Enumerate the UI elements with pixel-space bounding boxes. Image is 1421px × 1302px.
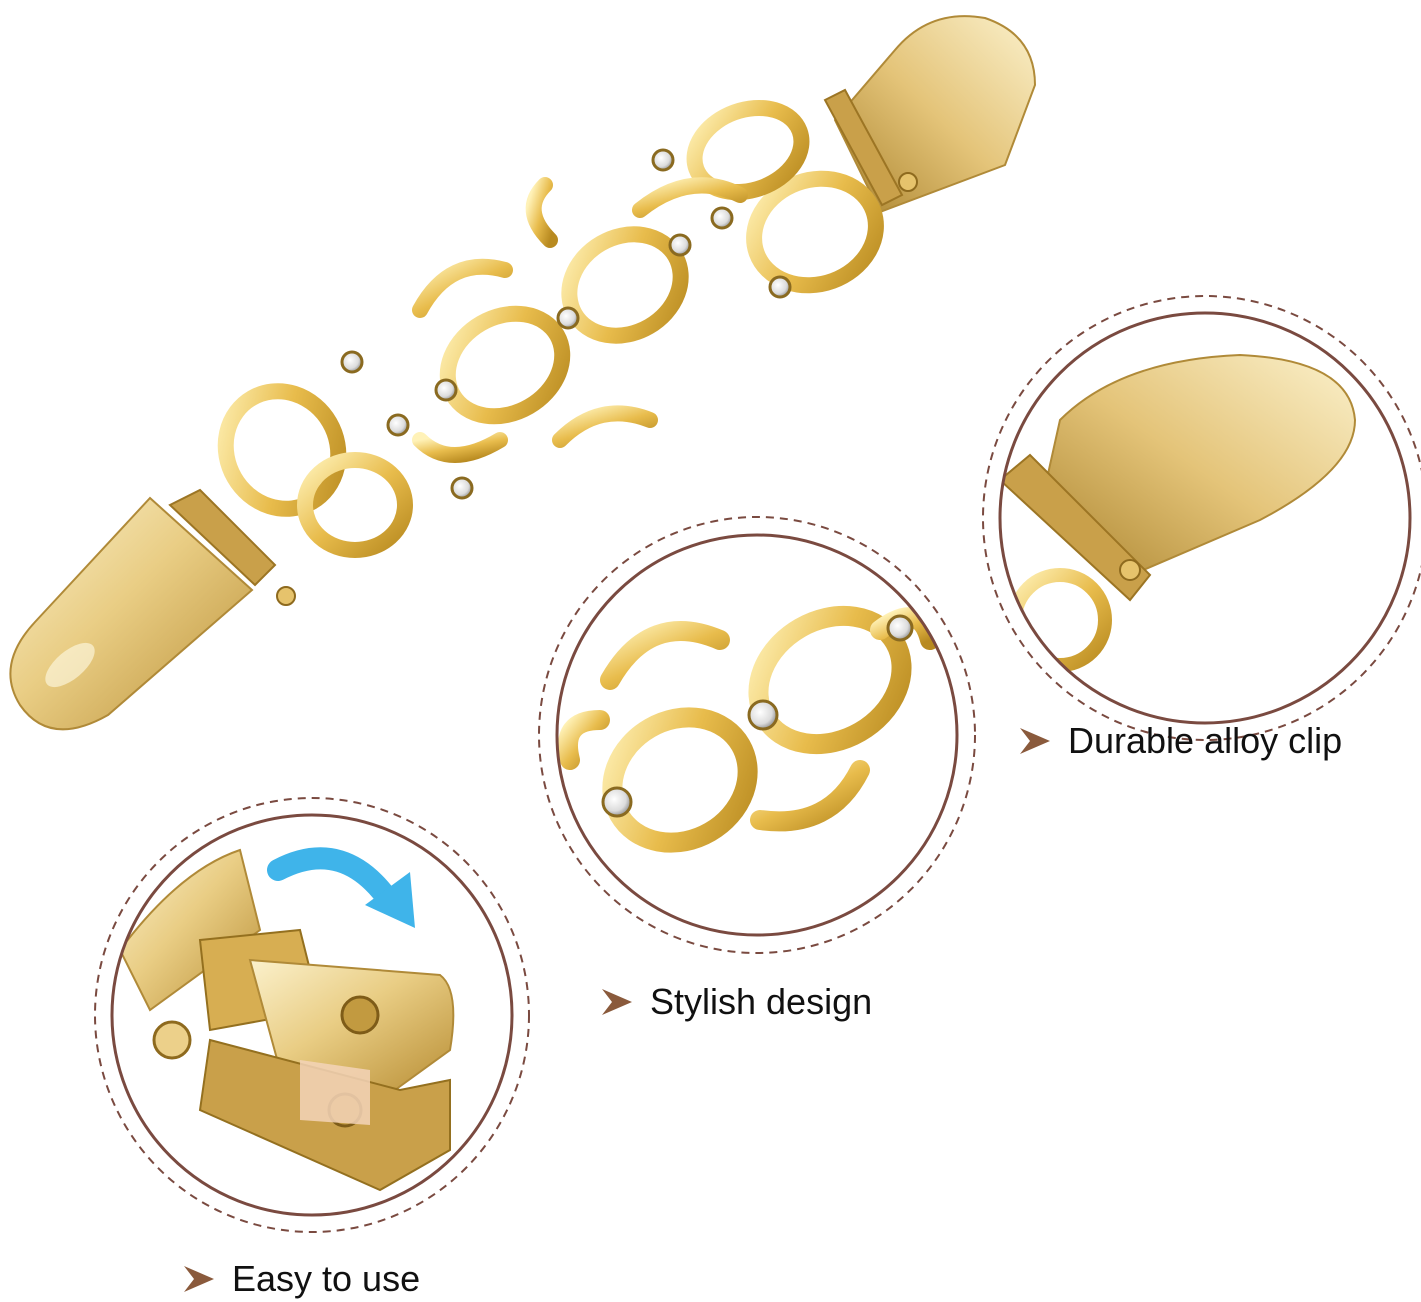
durable-clip-detail xyxy=(982,295,1421,741)
stylish-design-detail xyxy=(538,516,976,954)
chevron-right-icon xyxy=(184,1266,214,1292)
main-clip-product xyxy=(9,15,1037,731)
feature-text-durable: Durable alloy clip xyxy=(1068,720,1343,761)
feature-label-stylish: Stylish design xyxy=(598,983,872,1021)
rhinestones xyxy=(340,148,792,500)
right-clip xyxy=(823,15,1037,214)
chevron-right-icon xyxy=(1020,728,1050,754)
left-clip xyxy=(9,488,296,731)
feature-label-durable: Durable alloy clip xyxy=(1016,722,1342,760)
feature-text-easy: Easy to use xyxy=(232,1258,421,1299)
easy-to-use-detail xyxy=(94,797,530,1233)
feature-label-easy: Easy to use xyxy=(180,1260,420,1298)
chevron-right-icon xyxy=(602,989,632,1015)
curved-arrow-icon xyxy=(267,847,415,928)
feature-text-stylish: Stylish design xyxy=(650,981,873,1022)
filigree-band xyxy=(217,99,884,558)
